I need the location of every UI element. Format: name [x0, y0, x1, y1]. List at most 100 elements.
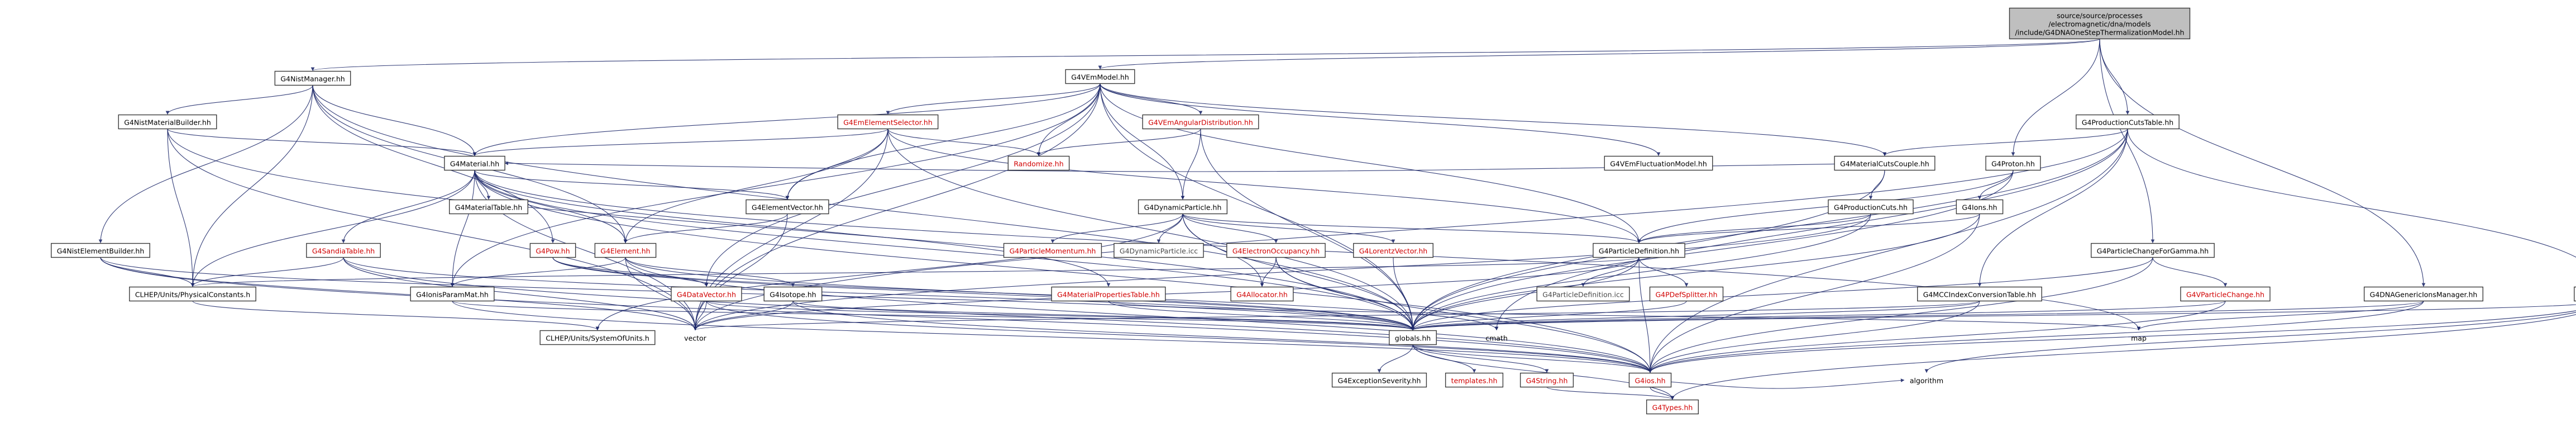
node-label: G4ElectronOccupancy.hh: [1232, 247, 1320, 255]
node-g4ions[interactable]: G4Ions.hh: [1956, 199, 2004, 215]
edge-g4ionisparammat-to-g4ios: [452, 301, 1652, 373]
node-box: [410, 286, 495, 302]
edge-g4dynamicparticle-to-g4lorentzvector: [1182, 214, 1395, 244]
node-label: G4VEmAngularDistribution.hh: [1148, 118, 1253, 127]
node-g4vemfluctuationmodel[interactable]: G4VEmFluctuationModel.hh: [1604, 155, 1713, 171]
node-g4nistelementbuilder[interactable]: G4NistElementBuilder.hh: [51, 243, 150, 258]
node-g4productioncuts[interactable]: G4ProductionCuts.hh: [1828, 199, 1914, 215]
edge-g4particledefinition-to-g4ios: [1638, 257, 1652, 373]
node-globals[interactable]: globals.hh: [1389, 330, 1437, 345]
edge-g4mccindexconversiontable-to-vector: [694, 301, 1980, 331]
node-g4nistmaterialbuilder[interactable]: G4NistMaterialBuilder.hh: [118, 114, 217, 130]
node-templates[interactable]: templates.hh: [1445, 372, 1504, 388]
node-g4proton[interactable]: G4Proton.hh: [1985, 155, 2041, 171]
node-g4sandiatable[interactable]: G4SandiaTable.hh: [306, 243, 381, 258]
node-label: G4DNAGenericIonsManager.hh: [2370, 291, 2478, 299]
node-clhep-systemofunits[interactable]: CLHEP/Units/SystemOfUnits.h: [539, 330, 656, 345]
edge-g4sandiatable-to-clhep_physicalconstants: [190, 257, 344, 287]
edge-g4region-to-algorithm: [1924, 312, 2576, 373]
node-g4allocator[interactable]: G4Allocator.hh: [1230, 286, 1294, 302]
node-box: [1353, 243, 1433, 258]
node-g4isotope[interactable]: G4Isotope.hh: [763, 286, 823, 302]
edge-g4materialpropertiestable-to-map: [1108, 301, 2140, 331]
node-g4mccindexconversiontable[interactable]: G4MCCIndexConversionTable.hh: [1917, 286, 2042, 302]
node-box: [2091, 243, 2215, 258]
node-g4ios[interactable]: G4ios.hh: [1628, 372, 1672, 388]
node-g4particlechangeforgamma[interactable]: G4ParticleChangeForGamma.hh: [2091, 243, 2215, 258]
node-g4particledefinitionicc[interactable]: G4ParticleDefinition.icc: [1536, 286, 1630, 302]
node-g4string[interactable]: G4String.hh: [1519, 372, 1574, 388]
node-g4materialtable[interactable]: G4MaterialTable.hh: [449, 199, 528, 215]
node-map[interactable]: map: [2125, 331, 2152, 345]
node-label: G4NistManager.hh: [280, 75, 345, 83]
edge-globals-to-templates: [1412, 344, 1476, 373]
node-g4pow[interactable]: G4Pow.hh: [529, 243, 576, 258]
edge-g4emelementselector-to-g4particledefinition: [887, 129, 1641, 244]
edge-g4pow-to-globals: [552, 257, 1415, 331]
edge-g4vemmodel-to-globals: [1100, 83, 1415, 331]
edge-g4emelementselector-to-g4element: [623, 129, 888, 244]
node-g4vemangulardistribution[interactable]: G4VEmAngularDistribution.hh: [1142, 114, 1259, 130]
edge-g4emelementselector-to-g4material: [472, 129, 888, 157]
edge-g4productioncuts-to-g4particledefinition: [1637, 214, 1871, 244]
node-box: [1113, 243, 1204, 258]
node-box: [1834, 155, 1935, 171]
node-label: G4Material.hh: [450, 160, 499, 168]
edge-g4dynamicparticle-to-globals: [1182, 214, 1415, 331]
edge-g4vemangulardistribution-to-randomize: [1036, 129, 1201, 157]
node-g4dynamicparticle[interactable]: G4DynamicParticle.hh: [1138, 199, 1228, 215]
node-randomize[interactable]: Randomize.hh: [1007, 155, 1070, 171]
edge-g4nistmanager-to-g4material: [312, 85, 477, 157]
node-g4datavector[interactable]: G4DataVector.hh: [671, 286, 742, 302]
edge-g4isotope-to-g4ios: [792, 301, 1652, 373]
node-g4productioncutstable[interactable]: G4ProductionCutsTable.hh: [2076, 114, 2180, 130]
node-label: G4ParticleChangeForGamma.hh: [2097, 247, 2209, 255]
edge-globals-to-g4types: [1412, 344, 1675, 400]
edge-g4vparticlechange-to-globals: [1411, 301, 2226, 331]
node-g4dnagenericionsmanager[interactable]: G4DNAGenericIonsManager.hh: [2363, 286, 2484, 302]
node-clhep-physicalconstants[interactable]: CLHEP/Units/PhysicalConstants.h: [129, 286, 256, 302]
node-g4ionisparammat[interactable]: G4IonisParamMat.hh: [410, 286, 495, 302]
node-g4nistmanager[interactable]: G4NistManager.hh: [274, 70, 351, 86]
node-g4materialpropertiestable[interactable]: G4MaterialPropertiesTable.hh: [1051, 286, 1166, 302]
edge-g4particledefinition-to-vector: [693, 257, 1640, 331]
node-g4emelementselector[interactable]: G4EmElementSelector.hh: [837, 114, 939, 130]
node-g4vemmodel[interactable]: G4VEmModel.hh: [1065, 69, 1135, 84]
node-g4vparticlechange[interactable]: G4VParticleChange.hh: [2180, 286, 2271, 302]
node-label: G4Ions.hh: [1962, 203, 1997, 212]
node-g4lorentzvector[interactable]: G4LorentzVector.hh: [1353, 243, 1433, 258]
edge-g4productioncutstable-to-g4ios: [1648, 129, 2128, 373]
node-cmath[interactable]: cmath: [1480, 331, 1513, 345]
node-box: [1230, 286, 1294, 302]
node-box: [129, 286, 256, 302]
node-algorithm[interactable]: algorithm: [1904, 373, 1949, 387]
edge-g4vemmodel-to-g4materialcutscouple: [1100, 83, 1887, 157]
node-g4electronoccupancy[interactable]: G4ElectronOccupancy.hh: [1226, 243, 1326, 258]
node-box: [306, 243, 381, 258]
node-g4particledefinition[interactable]: G4ParticleDefinition.hh: [1593, 243, 1685, 258]
edge-g4vemmodel-to-g4ionisparammat: [450, 83, 1101, 287]
node-g4dynamicparticleicc[interactable]: G4DynamicParticle.icc: [1113, 243, 1204, 258]
edge-g4productioncutstable-to-g4mccindexconversiontable: [1977, 129, 2128, 287]
node-g4element[interactable]: G4Element.hh: [594, 243, 657, 258]
node-vector[interactable]: vector: [678, 331, 712, 345]
node-g4materialcutscouple[interactable]: G4MaterialCutsCouple.hh: [1834, 155, 1935, 171]
edge-g4particlechangeforgamma-to-g4vparticlechange: [2152, 257, 2228, 287]
edge-globals-to-g4exceptionseverity: [1377, 344, 1413, 373]
node-g4pdefsplitter[interactable]: G4PDefSplitter.hh: [1649, 286, 1724, 302]
edge-g4material-to-g4element: [474, 170, 628, 244]
node-label: G4DataVector.hh: [677, 291, 736, 299]
node-label: globals.hh: [1395, 334, 1431, 343]
node-g4types[interactable]: G4Types.hh: [1646, 399, 1699, 415]
node-g4particlemomentum[interactable]: G4ParticleMomentum.hh: [1003, 243, 1102, 258]
node-box: [1828, 199, 1914, 215]
edge-g4pow-to-cmath: [552, 257, 1499, 331]
edge-globals-to-g4ios: [1412, 344, 1652, 373]
node-root[interactable]: source/source/processes/electromagnetic/…: [2009, 7, 2191, 40]
node-g4region[interactable]: G4Region.hh: [2574, 286, 2576, 302]
edge-g4nistelementbuilder-to-clhep_physicalconstants: [100, 257, 195, 287]
edge-g4productioncutstable-to-globals: [1411, 129, 2128, 331]
node-g4material[interactable]: G4Material.hh: [444, 155, 505, 171]
node-g4exceptionseverity[interactable]: G4ExceptionSeverity.hh: [1331, 372, 1427, 388]
node-g4elementvector[interactable]: G4ElementVector.hh: [745, 199, 829, 215]
